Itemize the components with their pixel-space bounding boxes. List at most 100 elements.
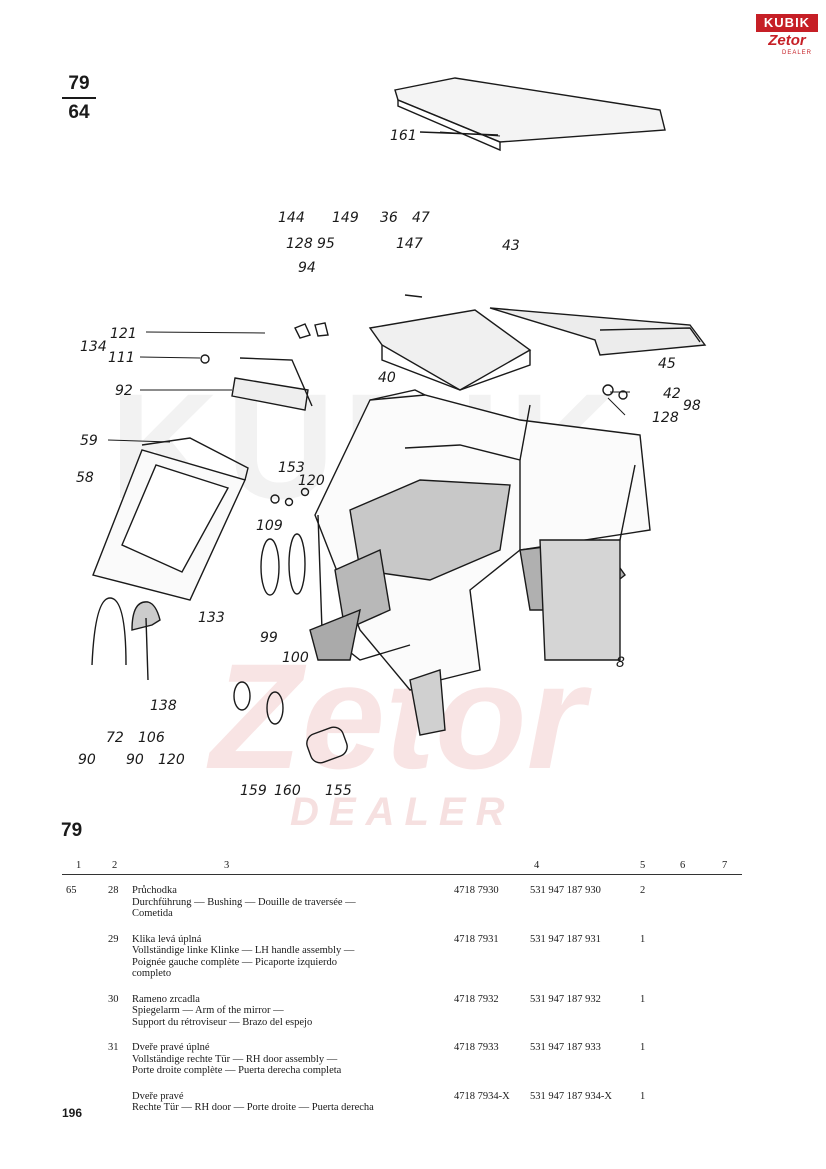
- callout-label: 47: [412, 210, 430, 226]
- table-row: Dveře pravé Rechte Tür — RH door — Porte…: [62, 1091, 742, 1114]
- column-header: 2: [112, 860, 118, 871]
- callout-label: 90: [126, 752, 144, 768]
- catalog-code: 531 947 187 931: [530, 933, 601, 945]
- catalog-code: 531 947 187 934-X: [530, 1090, 612, 1102]
- callout-label: 59: [80, 433, 98, 449]
- callout-label: 100: [282, 650, 309, 666]
- part-code: 4718 7934-X: [454, 1090, 510, 1102]
- item-description: Průchodka Durchführung — Bushing — Douil…: [132, 885, 442, 920]
- callout-label: 40: [378, 370, 396, 386]
- callout-label: 95: [317, 236, 335, 252]
- description-line: Cometida: [132, 908, 173, 919]
- item-number: 29: [108, 933, 119, 945]
- description-line: completo: [132, 968, 172, 979]
- page-ref-bottom: 64: [68, 102, 90, 123]
- callout-label: 120: [298, 473, 325, 489]
- callout-label: 149: [332, 210, 359, 226]
- table-row: 31 Dveře pravé úplné Vollständige rechte…: [62, 1042, 742, 1077]
- item-description: Rameno zrcadla Spiegelarm — Arm of the m…: [132, 994, 442, 1029]
- part-code: 4718 7931: [454, 933, 499, 945]
- quantity: 1: [640, 1042, 646, 1053]
- item-number: 30: [108, 993, 119, 1005]
- position-number: 65: [66, 885, 77, 896]
- section-number: 79: [61, 820, 83, 841]
- description-line: Porte droite complète — Puerta derecha c…: [132, 1065, 342, 1076]
- callout-label: 90: [78, 752, 96, 768]
- column-header: 6: [680, 860, 686, 871]
- callout-label: 58: [76, 470, 94, 486]
- callout-label: 72: [106, 730, 124, 746]
- callout-label: 99: [260, 630, 278, 646]
- callout-label: 42: [663, 386, 681, 402]
- description-line: Klika levá úplná: [132, 933, 202, 945]
- callout-label: 111: [108, 350, 135, 366]
- page-reference: 79 64: [62, 72, 96, 125]
- description-line: Poignée gauche complète — Picaporte izqu…: [132, 956, 337, 968]
- catalog-code: 531 947 187 932: [530, 993, 601, 1005]
- callout-label: 92: [115, 383, 133, 399]
- callout-label: 109: [256, 518, 283, 534]
- callout-label: 128: [652, 410, 679, 426]
- catalog-code: 531 947 187 930: [530, 885, 601, 896]
- part-code: 4718 7932: [454, 993, 499, 1005]
- description-line: Rameno zrcadla: [132, 993, 200, 1005]
- item-number: 31: [108, 1042, 119, 1053]
- logo-dealer: DEALER: [781, 50, 812, 56]
- callout-label: 121: [110, 326, 137, 342]
- callout-label: 45: [658, 356, 676, 372]
- column-header: 4: [534, 860, 540, 871]
- callout-label: 98: [683, 398, 701, 414]
- item-number: 28: [108, 885, 119, 896]
- description-line: Support du rétroviseur — Brazo del espej…: [132, 1016, 313, 1028]
- callout-label: 133: [198, 610, 225, 626]
- table-row: 30 Rameno zrcadla Spiegelarm — Arm of th…: [62, 994, 742, 1029]
- callout-label: 106: [138, 730, 165, 746]
- description-line: Vollständige linke Klinke — LH handle as…: [132, 945, 355, 956]
- callout-label: 36: [380, 210, 398, 226]
- part-code: 4718 7930: [454, 885, 499, 896]
- page-number: 196: [62, 1106, 83, 1120]
- item-description: Dveře pravé úplné Vollständige rechte Tü…: [132, 1042, 442, 1077]
- callout-label: 128: [286, 236, 313, 252]
- description-line: Durchführung — Bushing — Douille de trav…: [132, 896, 356, 908]
- logo-kubik: KUBIK: [756, 14, 818, 32]
- callout-label: 159: [240, 783, 267, 799]
- quantity: 2: [640, 885, 646, 896]
- table-header: 1 2 3 4 5 6 7: [62, 860, 742, 875]
- description-line: Průchodka: [132, 885, 177, 896]
- item-description: Dveře pravé Rechte Tür — RH door — Porte…: [132, 1091, 442, 1114]
- column-header: 3: [224, 860, 230, 871]
- quantity: 1: [640, 1090, 646, 1102]
- description-line: Dveře pravé: [132, 1090, 184, 1102]
- callout-label: 138: [150, 698, 177, 714]
- callout-label: 144: [278, 210, 305, 226]
- part-code: 4718 7933: [454, 1042, 499, 1053]
- callout-label: 153: [278, 460, 305, 476]
- description-line: Vollständige rechte Tür — RH door assemb…: [132, 1053, 338, 1065]
- quantity: 1: [640, 933, 646, 945]
- logo-zetor: Zetor: [768, 32, 806, 49]
- column-header: 7: [722, 860, 728, 871]
- callout-label: 134: [80, 339, 107, 355]
- callout-label: 160: [274, 783, 301, 799]
- fraction-bar: [62, 97, 96, 99]
- table-row: 65 28 Průchodka Durchführung — Bushing —…: [62, 885, 742, 920]
- exploded-cab-diagram: 161 144 149 36 47 128 95 147 43 94 121 1…: [76, 77, 707, 799]
- column-header: 5: [640, 860, 646, 871]
- callout-label: 161: [390, 128, 417, 144]
- table-row: 29 Klika levá úplná Vollständige linke K…: [62, 934, 742, 980]
- item-description: Klika levá úplná Vollständige linke Klin…: [132, 934, 442, 980]
- description-line: Rechte Tür — RH door — Porte droite — Pu…: [132, 1102, 374, 1113]
- description-line: Dveře pravé úplné: [132, 1042, 210, 1053]
- callout-label: 43: [502, 238, 520, 254]
- parts-table: 1 2 3 4 5 6 7 65 28 Průchodka Durchführu…: [62, 860, 742, 1114]
- quantity: 1: [640, 993, 646, 1005]
- callout-label: 8: [616, 655, 625, 671]
- description-line: Spiegelarm — Arm of the mirror —: [132, 1005, 284, 1016]
- column-header: 1: [76, 860, 82, 871]
- kubik-zetor-logo: KUBIK Zetor DEALER: [756, 14, 818, 72]
- callout-labels: 161 144 149 36 47 128 95 147 43 94 121 1…: [76, 128, 701, 799]
- page-ref-top: 79: [68, 73, 90, 94]
- catalog-code: 531 947 187 933: [530, 1042, 601, 1053]
- callout-label: 120: [158, 752, 185, 768]
